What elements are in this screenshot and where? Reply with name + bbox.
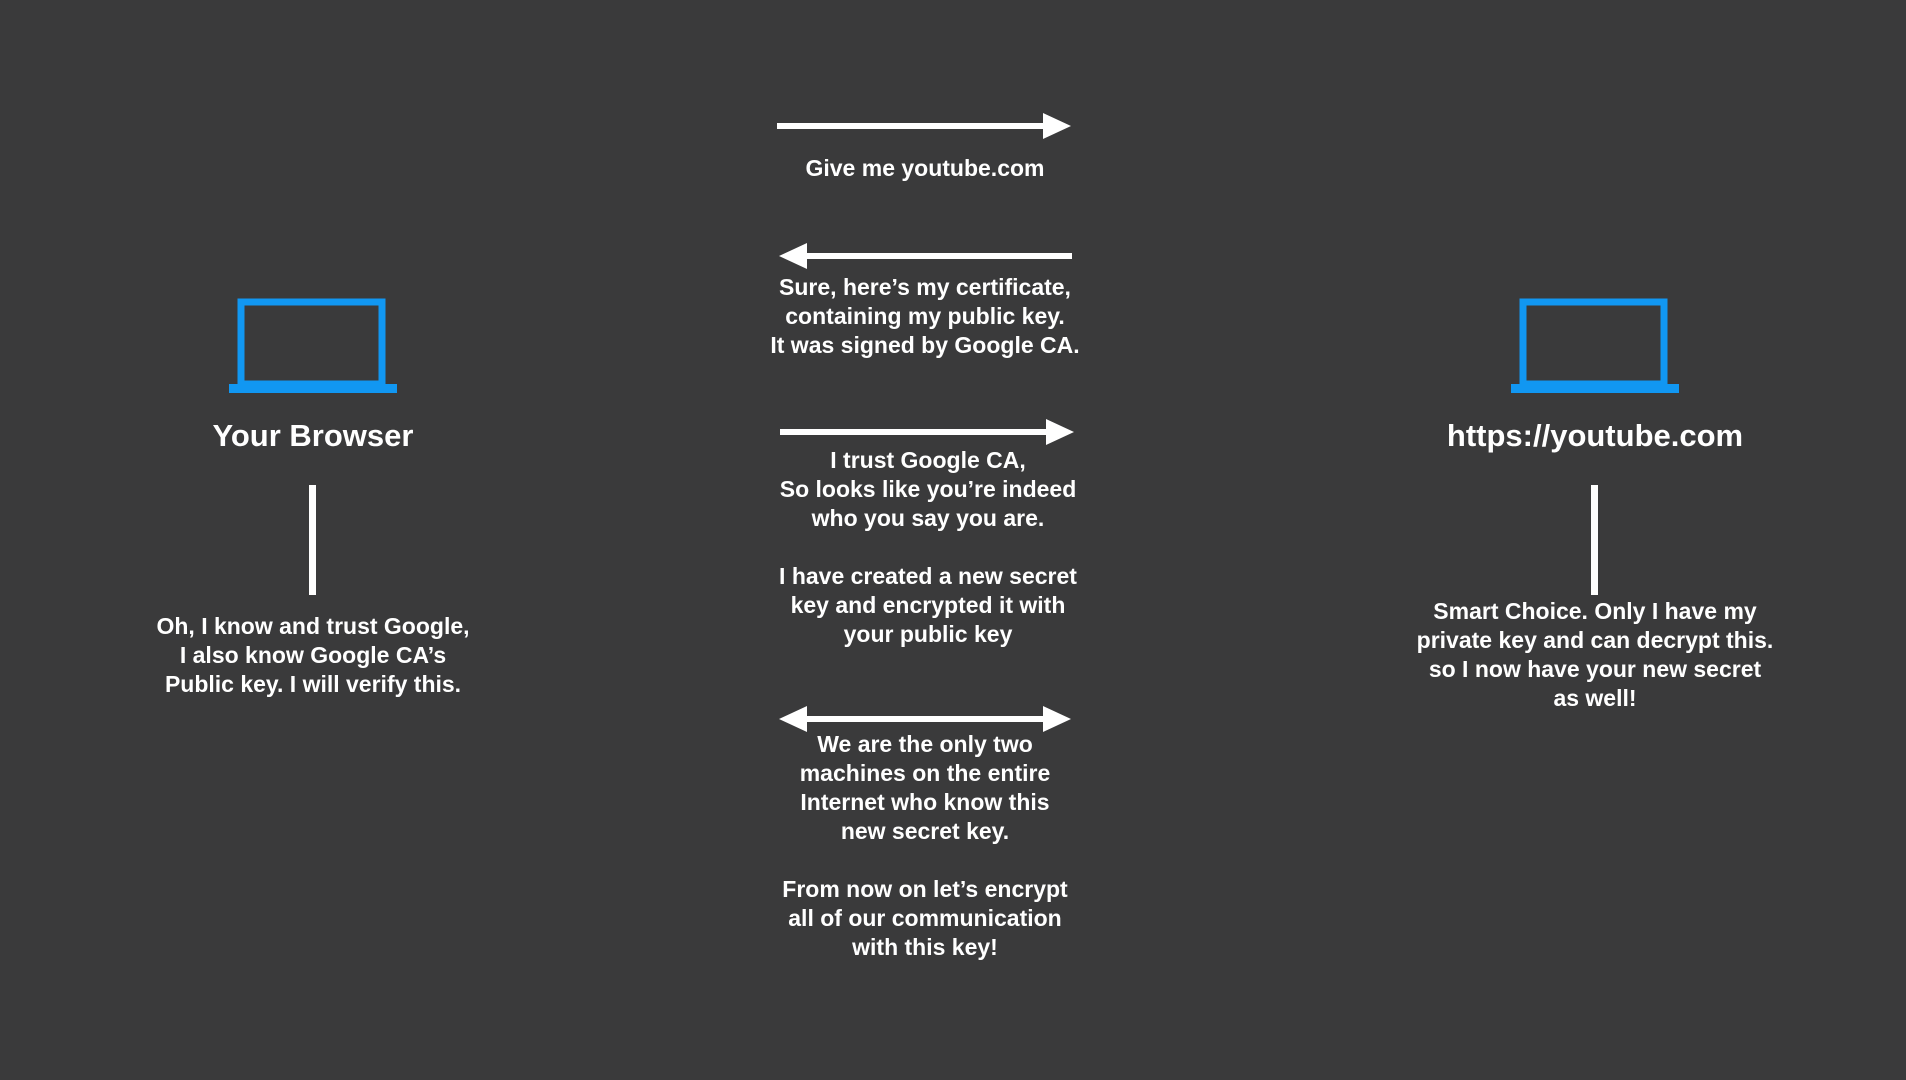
server-note: Smart Choice. Only I have my private key…: [1416, 598, 1774, 711]
browser-connector-line: [309, 485, 316, 595]
arrow-both-icon: [775, 705, 1075, 733]
server-label: https://youtube.com: [1446, 418, 1744, 453]
message-shared-secret: We are the only two machines on the enti…: [782, 731, 1068, 960]
server-laptop-icon: [1510, 298, 1680, 394]
browser-label: Your Browser: [212, 418, 414, 453]
server-connector-line: [1591, 485, 1598, 595]
arrow-right-icon: [775, 112, 1075, 140]
arrow-left-icon: [775, 242, 1075, 270]
message-secret-key: I trust Google CA, So looks like you’re …: [779, 447, 1077, 647]
browser-note: Oh, I know and trust Google, I also know…: [156, 613, 470, 697]
message-request: Give me youtube.com: [805, 155, 1045, 181]
message-certificate: Sure, here’s my certificate, containing …: [770, 274, 1080, 358]
arrow-right-icon: [778, 418, 1078, 446]
browser-laptop-icon: [228, 298, 398, 394]
